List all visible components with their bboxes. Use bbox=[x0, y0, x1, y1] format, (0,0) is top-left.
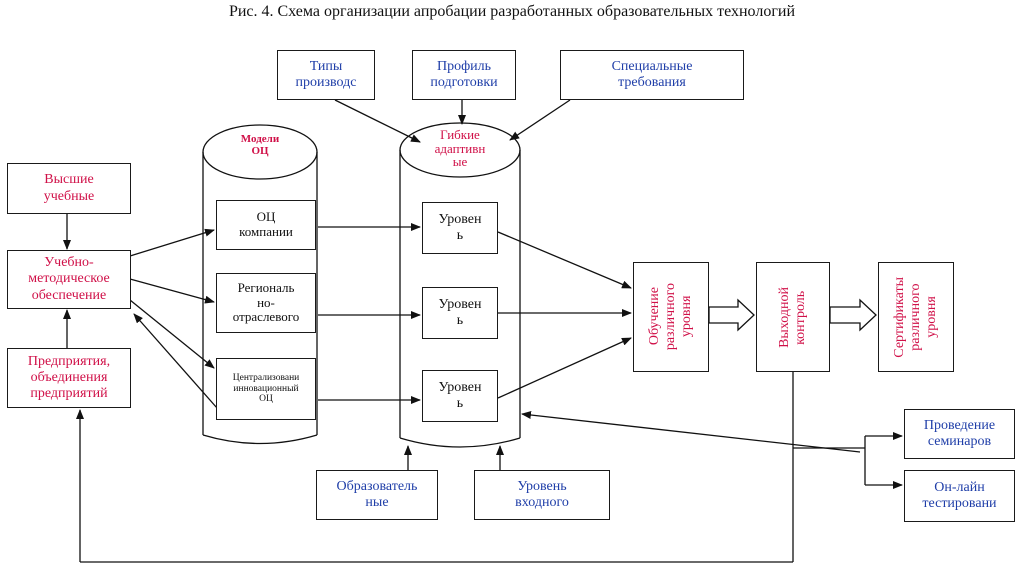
educational-box: Образователь ные bbox=[316, 470, 438, 520]
model-regional-box: Региональ но- отраслевого bbox=[216, 273, 316, 333]
figure-caption: Рис. 4. Схема организации апробации разр… bbox=[228, 3, 796, 20]
programs-header: Гибкие адаптивн ые программы bbox=[429, 128, 492, 172]
arrow-level3-training bbox=[497, 337, 632, 399]
models-cylinder-bottom bbox=[202, 434, 318, 445]
arrow-method-company bbox=[129, 228, 215, 257]
input-level-box: Уровень входного bbox=[474, 470, 610, 520]
enterprises-box: Предприятия, объединения предприятий bbox=[7, 348, 131, 408]
types-box: Типы производс bbox=[277, 50, 375, 100]
arrow-method-central bbox=[129, 299, 215, 369]
arrow-types bbox=[334, 99, 421, 143]
higher-box: Высшие учебные bbox=[7, 163, 131, 214]
double-arrow-control-certs bbox=[829, 298, 877, 332]
control-label: Выходной контроль bbox=[776, 286, 808, 348]
profile-box: Профиль подготовки bbox=[412, 50, 516, 100]
models-header: Модели ОЦ bbox=[240, 134, 280, 157]
arrow-special bbox=[509, 99, 571, 141]
control-box: Выходной контроль bbox=[756, 262, 830, 372]
arrow-method-regional bbox=[129, 278, 215, 304]
arrow-level1-training bbox=[497, 231, 632, 289]
training-box: Обучение различного уровня bbox=[633, 262, 709, 372]
model-company-box: ОЦ компании bbox=[216, 200, 316, 250]
model-central-box: Централизовани инновационный ОЦ bbox=[216, 358, 316, 420]
certs-box: Сертификаты различного уровня bbox=[878, 262, 954, 372]
level-box-2: Уровен ь bbox=[422, 287, 498, 339]
double-arrow-training-control bbox=[708, 298, 755, 332]
special-box: Специальные требования bbox=[560, 50, 744, 100]
arrow-control-level3 bbox=[521, 411, 861, 453]
programs-cylinder-bottom bbox=[399, 437, 521, 448]
seminars-box: Проведение семинаров bbox=[904, 409, 1015, 459]
level-box-1: Уровен ь bbox=[422, 202, 498, 254]
arrow-central-method bbox=[133, 313, 218, 409]
certs-label: Сертификаты различного уровня bbox=[891, 276, 940, 358]
online-box: Он-лайн тестировани bbox=[904, 470, 1015, 522]
method-box: Учебно- методическое обеспечение bbox=[7, 250, 131, 309]
level-box-3: Уровен ь bbox=[422, 370, 498, 422]
training-label: Обучение различного уровня bbox=[646, 283, 695, 351]
